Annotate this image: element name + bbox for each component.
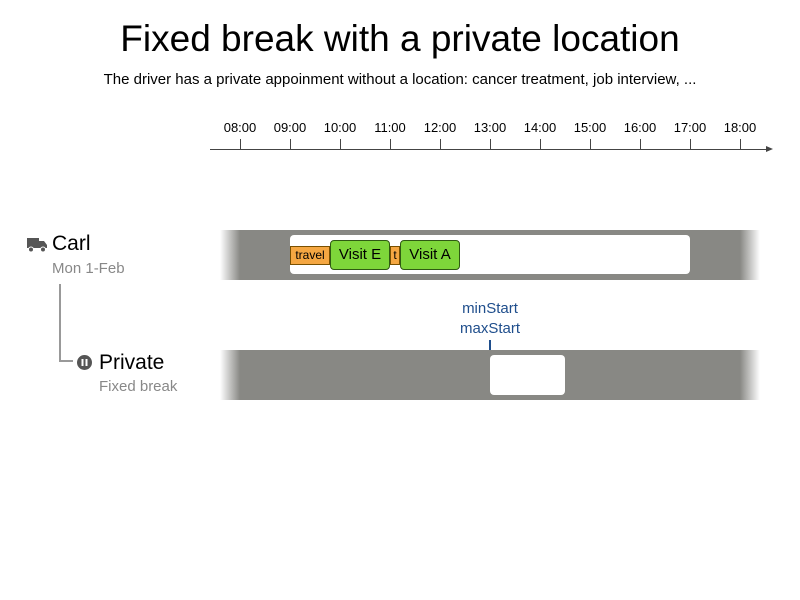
travel-segment[interactable]: t (390, 246, 400, 265)
axis-tick (590, 139, 591, 149)
axis-tick-label: 12:00 (423, 120, 457, 135)
pause-icon (77, 355, 92, 370)
page-title: Fixed break with a private location (120, 18, 680, 59)
axis-tick-label: 17:00 (673, 120, 707, 135)
vehicle-date: Mon 1-Feb (52, 260, 125, 277)
break-type: Fixed break (99, 378, 178, 395)
truck-icon (27, 235, 48, 253)
axis-tick-label: 16:00 (623, 120, 657, 135)
axis-tick-label: 10:00 (323, 120, 357, 135)
axis-tick (390, 139, 391, 149)
axis-tick-label: 14:00 (523, 120, 557, 135)
axis-tick (340, 139, 341, 149)
travel-segment[interactable]: travel (290, 246, 330, 265)
break-name: Private (99, 351, 165, 374)
tree-connector (59, 284, 61, 362)
tree-connector-branch (59, 360, 73, 362)
axis-tick-label: 08:00 (223, 120, 257, 135)
axis-tick (240, 139, 241, 149)
page-subtitle: The driver has a private appoinment with… (103, 71, 697, 88)
visit-block[interactable]: Visit E (330, 240, 390, 270)
axis-tick (690, 139, 691, 149)
axis-tick (440, 139, 441, 149)
axis-tick-label: 09:00 (273, 120, 307, 135)
axis-tick-label: 18:00 (723, 120, 757, 135)
axis-tick (540, 139, 541, 149)
axis-tick (740, 139, 741, 149)
visit-block[interactable]: Visit A (400, 240, 460, 270)
axis-arrow-icon (766, 146, 773, 152)
axis-tick (640, 139, 641, 149)
axis-tick (490, 139, 491, 149)
vehicle-name: Carl (52, 232, 91, 255)
axis-tick-label: 11:00 (374, 120, 406, 135)
axis-tick-label: 15:00 (573, 120, 607, 135)
axis-tick-label: 13:00 (473, 120, 507, 135)
break-time-window (490, 355, 565, 395)
start-marker (489, 340, 491, 350)
axis-line (210, 149, 768, 150)
axis-tick (290, 139, 291, 149)
max-start-label: maxStart (459, 320, 520, 337)
min-start-label: minStart (462, 300, 518, 317)
